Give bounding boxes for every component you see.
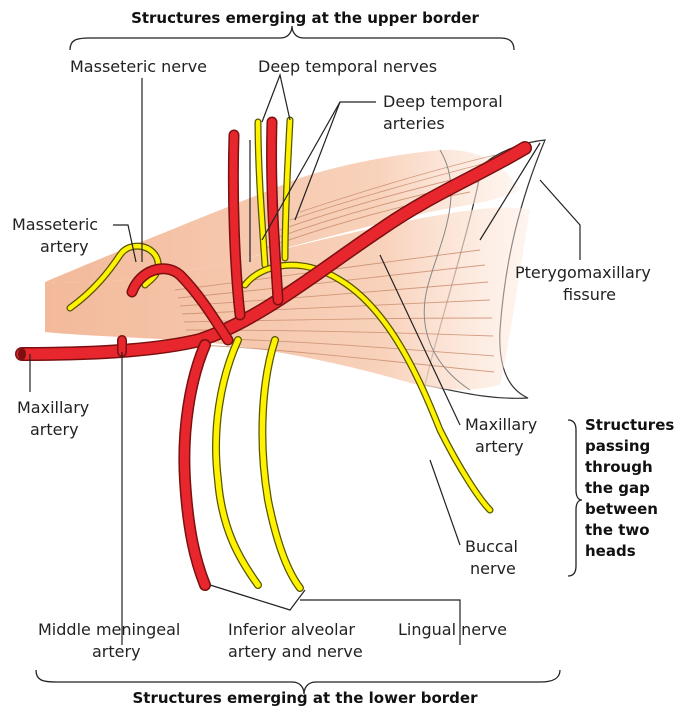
label-masseteric-artery-2: artery — [40, 237, 89, 256]
label-lingual-nerve: Lingual nerve — [398, 620, 507, 639]
label-inferior-alveolar-1: Inferior alveolar — [228, 620, 355, 639]
upper-brace — [70, 26, 514, 50]
side-brace — [568, 420, 582, 576]
svg-text:between: between — [585, 500, 658, 518]
svg-text:Structures: Structures — [585, 416, 674, 434]
label-pterygomaxillary-2: fissure — [563, 285, 616, 304]
label-middle-meningeal-2: artery — [92, 642, 141, 661]
upper-heading: Structures emerging at the upper border — [131, 9, 479, 27]
svg-text:passing: passing — [585, 437, 650, 455]
label-maxillary-artery-left-1: Maxillary — [17, 398, 89, 417]
label-buccal-nerve-2: nerve — [470, 559, 516, 578]
label-deep-temporal-nerves: Deep temporal nerves — [258, 57, 437, 76]
svg-text:through: through — [585, 458, 653, 476]
lower-heading: Structures emerging at the lower border — [132, 689, 478, 707]
label-buccal-nerve-1: Buccal — [465, 537, 518, 556]
svg-text:the gap: the gap — [585, 479, 650, 497]
label-masseteric-artery-1: Masseteric — [12, 215, 98, 234]
label-maxillary-artery-right-1: Maxillary — [465, 415, 537, 434]
artery-cut-end — [18, 348, 26, 360]
label-deep-temporal-arteries-2: arteries — [383, 114, 445, 133]
svg-text:heads: heads — [585, 542, 636, 560]
side-heading: Structures passing through the gap betwe… — [585, 416, 674, 560]
label-middle-meningeal-1: Middle meningeal — [38, 620, 180, 639]
label-deep-temporal-arteries-1: Deep temporal — [383, 92, 503, 111]
label-inferior-alveolar-2: artery and nerve — [228, 642, 363, 661]
label-maxillary-artery-left-2: artery — [30, 420, 79, 439]
label-pterygomaxillary-1: Pterygomaxillary — [515, 263, 651, 282]
label-masseteric-nerve: Masseteric nerve — [70, 57, 207, 76]
label-maxillary-artery-right-2: artery — [475, 437, 524, 456]
svg-text:the two: the two — [585, 521, 650, 539]
